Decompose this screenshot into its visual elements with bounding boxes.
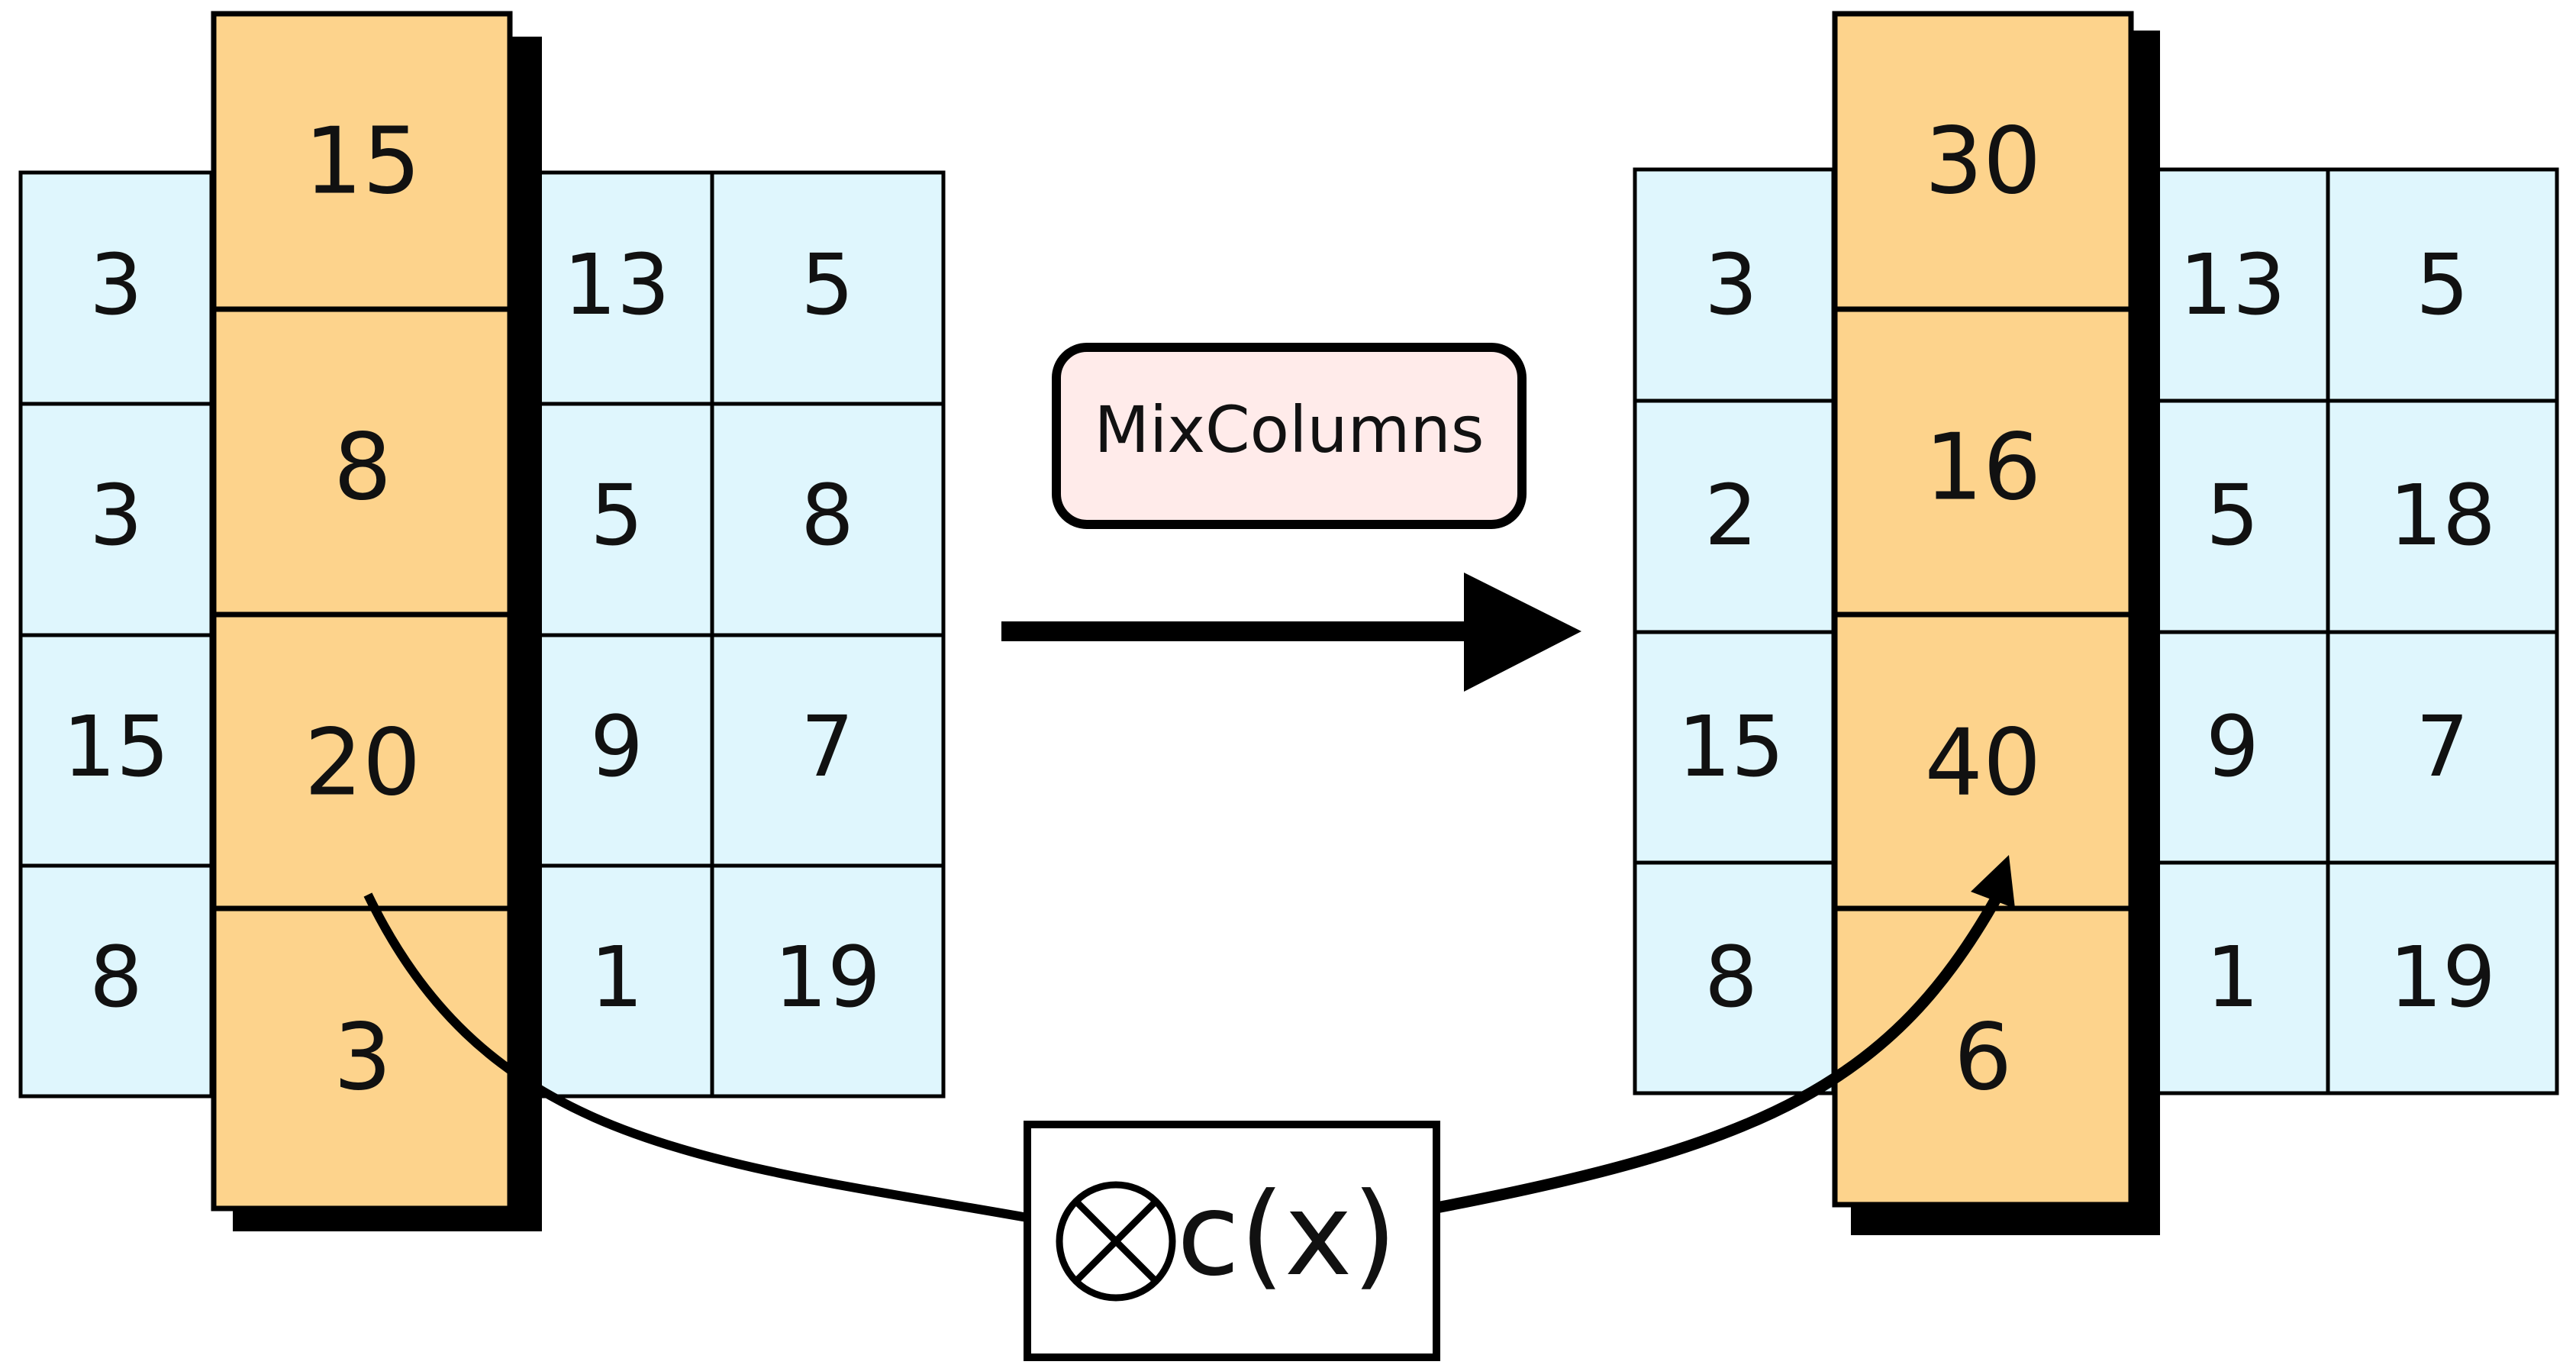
input-curve (363, 892, 1029, 1222)
multiplier-box: c(x) (1024, 1121, 1440, 1361)
state-before: 3 3 15 8 13 5 9 1 5 8 7 19 15 8 20 3 (18, 11, 946, 1231)
before-col2-cell-0: 13 (563, 236, 670, 334)
output-arrowhead (1971, 855, 2015, 908)
before-col3-cell-0: 5 (801, 236, 854, 334)
before-col3-cell-2: 7 (801, 698, 854, 795)
after-col2-cell-1: 5 (2206, 466, 2259, 564)
after-col2-cell-2: 9 (2206, 698, 2259, 795)
after-col2-cell-0: 13 (2179, 236, 2286, 334)
after-col2-cell-3: 1 (2206, 928, 2259, 1026)
after-left-cell-1: 2 (1704, 466, 1758, 564)
output-curve (1435, 892, 2004, 1214)
after-col3-cell-1: 18 (2389, 466, 2496, 564)
before-highlight-cell-2: 20 (305, 711, 421, 817)
mixcolumns-label: MixColumns (1095, 392, 1485, 467)
before-col3-cell-1: 8 (801, 466, 854, 564)
state-after: 3 2 15 8 13 5 9 1 5 18 7 19 30 16 40 6 (1633, 11, 2559, 1235)
before-col2-cell-2: 9 (590, 698, 643, 795)
after-col3-cell-0: 5 (2416, 236, 2469, 334)
before-left-cell-1: 3 (89, 466, 143, 564)
after-left-cell-2: 15 (1678, 698, 1785, 795)
after-col3-cell-2: 7 (2416, 698, 2469, 795)
after-left-cell-0: 3 (1704, 236, 1758, 334)
after-left-cell-3: 8 (1704, 928, 1758, 1026)
after-highlight-cell-1: 16 (1925, 415, 2042, 521)
mixcolumns-label-box: MixColumns (1052, 343, 1527, 529)
before-col2-cell-3: 1 (590, 928, 643, 1026)
after-col3-cell-3: 19 (2389, 928, 2496, 1026)
before-col3-cell-3: 19 (774, 928, 881, 1026)
multiplier-label: c(x) (1177, 1169, 1397, 1302)
before-highlight-column (211, 11, 513, 1212)
before-highlight-cell-3: 3 (334, 1005, 392, 1112)
before-left-cell-0: 3 (89, 236, 143, 334)
before-highlight-cell-1: 8 (334, 415, 392, 521)
right-arrow-icon (1001, 573, 1581, 692)
after-highlight-cell-2: 40 (1925, 711, 2042, 817)
circled-times-icon (1056, 1181, 1176, 1302)
before-left-cell-3: 8 (89, 928, 143, 1026)
after-highlight-cell-3: 6 (1954, 1005, 2012, 1112)
after-highlight-column (1832, 11, 2134, 1208)
before-highlight-cell-0: 15 (305, 109, 421, 215)
before-col2-cell-1: 5 (590, 466, 643, 564)
after-highlight-cell-0: 30 (1925, 109, 2042, 215)
before-left-cell-2: 15 (63, 698, 169, 795)
